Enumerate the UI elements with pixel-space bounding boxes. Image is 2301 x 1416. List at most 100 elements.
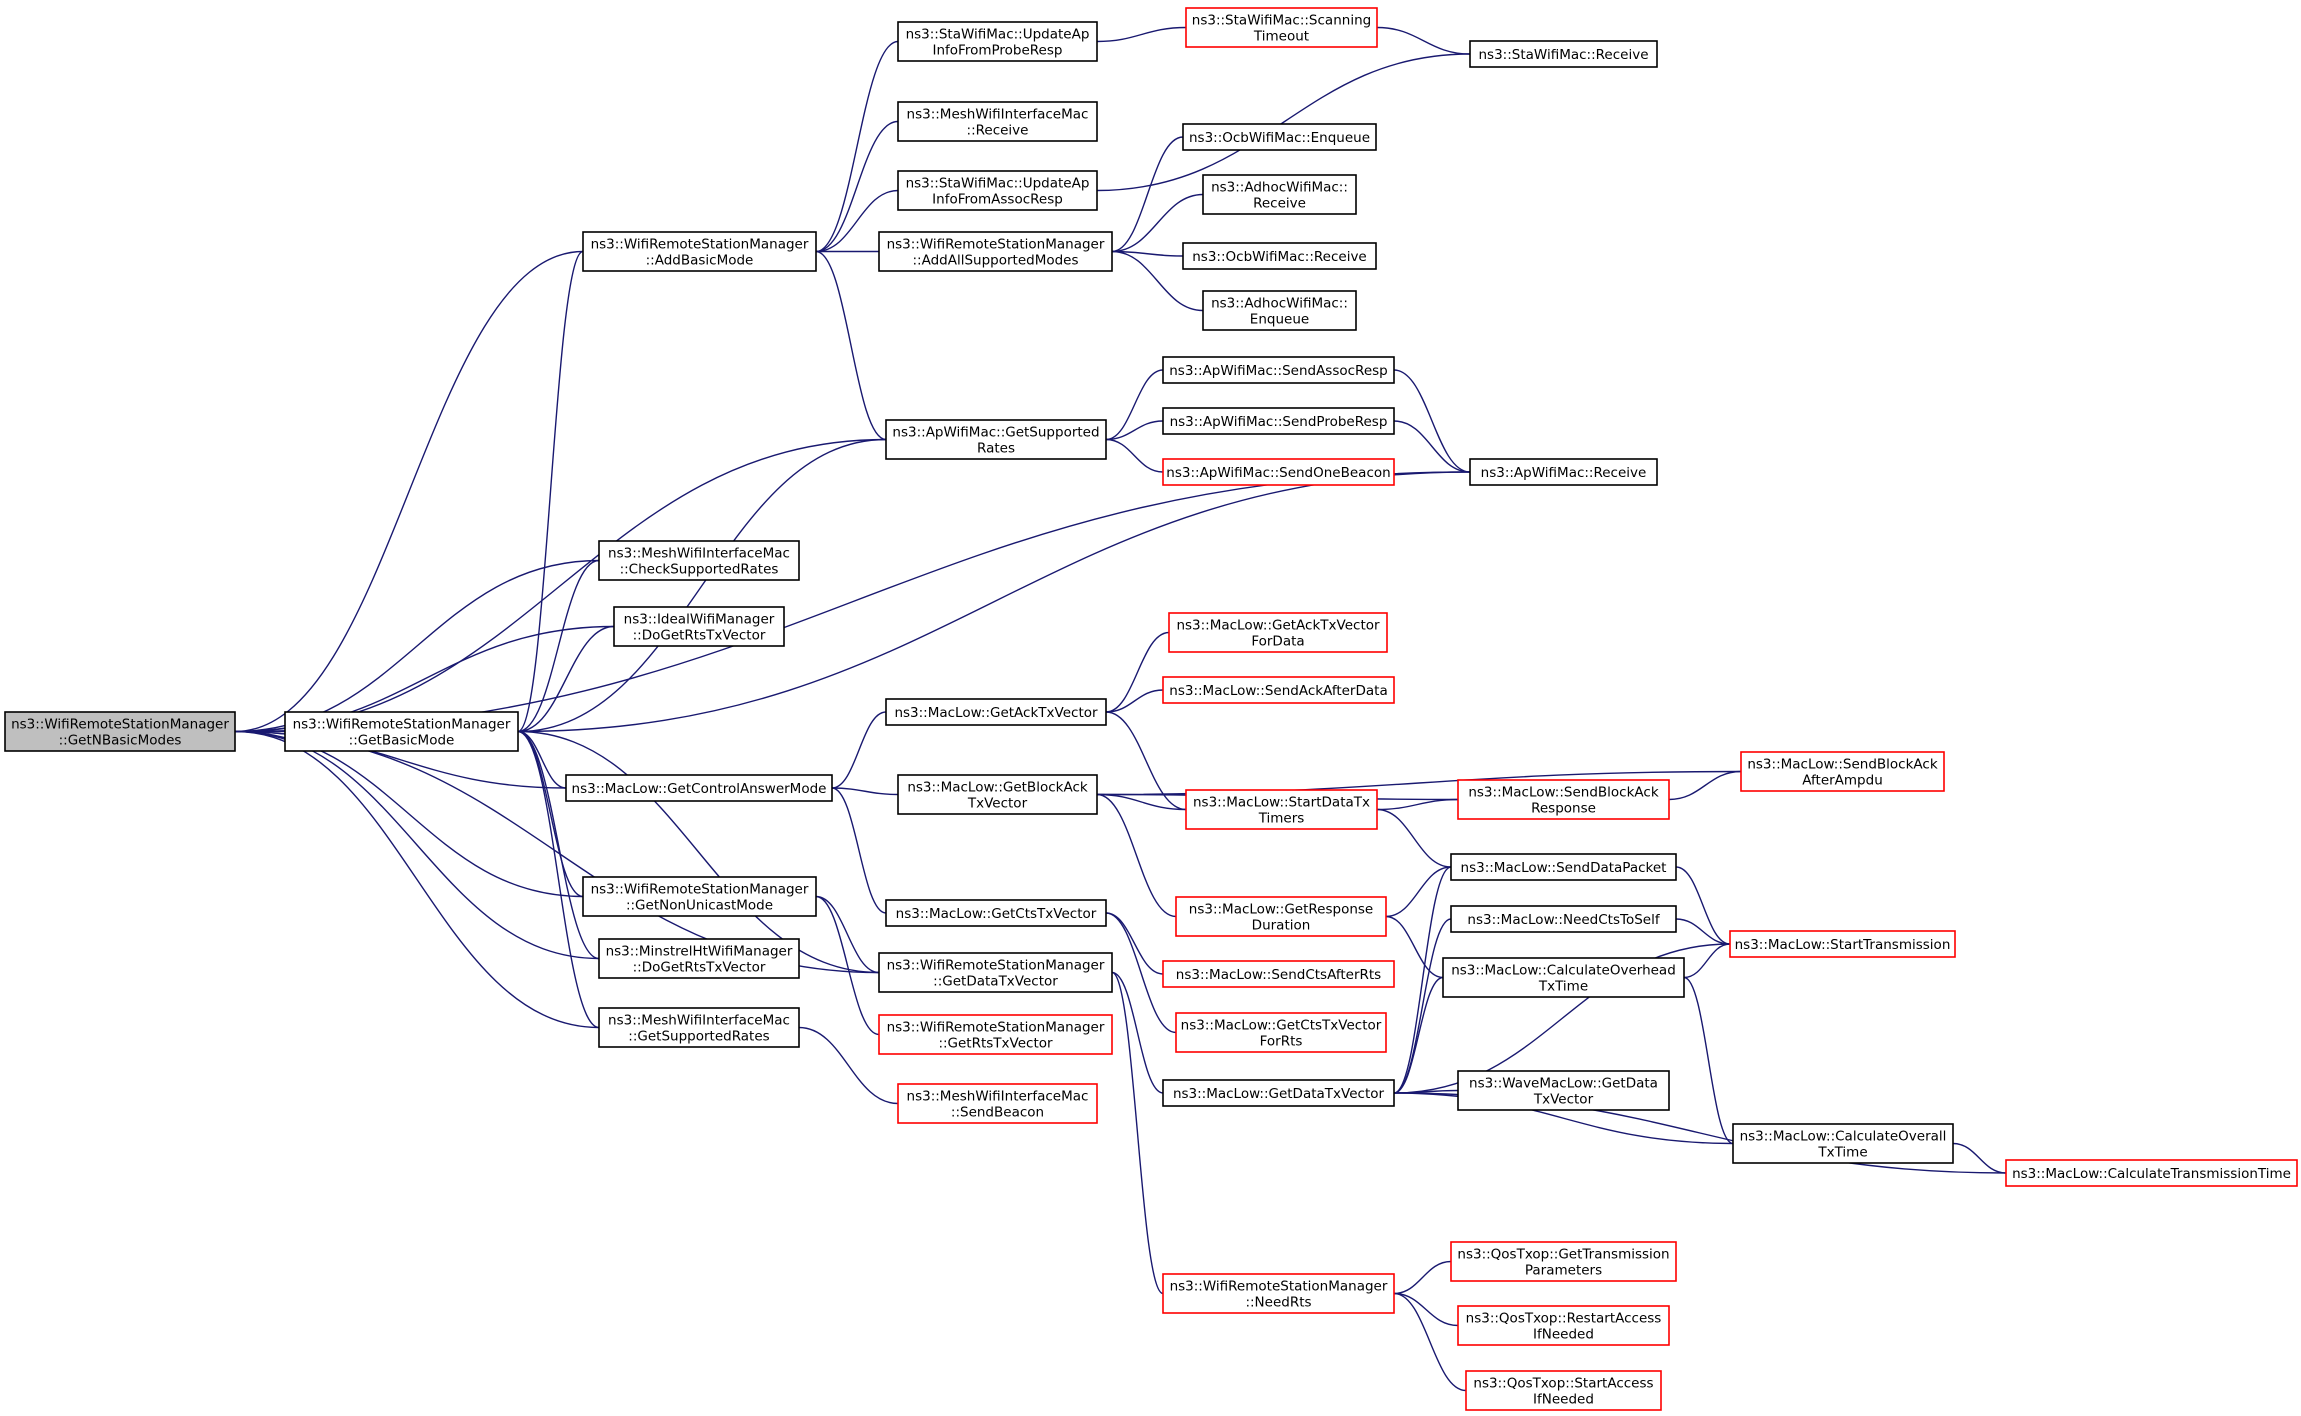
node-label: ns3::MeshWifiInterfaceMac (907, 1089, 1089, 1105)
call-edge-n38-n39 (1657, 770, 1742, 805)
call-edge-n37-n49 (1382, 1288, 1467, 1392)
function-node-n43[interactable]: ns3::WaveMacLow::GetDataTxVector (1457, 1070, 1670, 1111)
function-node-n34[interactable]: ns3::MacLow::SendCtsAfterRts (1162, 960, 1395, 988)
node-label: ns3::MacLow::GetCtsTxVector (1181, 1018, 1382, 1034)
function-node-n24[interactable]: ns3::MeshWifiInterfaceMac::SendBeacon (897, 1083, 1098, 1124)
node-label: ns3::StaWifiMac::Receive (1478, 47, 1648, 63)
function-node-n37[interactable]: ns3::WifiRemoteStationManager::NeedRts (1162, 1273, 1395, 1314)
function-node-n15[interactable]: ns3::ApWifiMac::SendProbeResp (1162, 407, 1395, 435)
call-edge-n28-n32 (1085, 789, 1187, 811)
call-edge-n37-n48 (1382, 1288, 1459, 1327)
function-node-n20[interactable]: ns3::MacLow::GetControlAnswerMode (565, 774, 833, 802)
function-node-n11[interactable]: ns3::OcbWifiMac::Receive (1182, 242, 1377, 270)
function-node-n25[interactable]: ns3::MacLow::GetAckTxVector (885, 698, 1107, 726)
function-node-n23[interactable]: ns3::MeshWifiInterfaceMac::GetSupportedR… (598, 1007, 800, 1048)
function-node-n12[interactable]: ns3::AdhocWifiMac::Enqueue (1202, 290, 1357, 331)
node-label: ns3::QosTxop::RestartAccess (1466, 1311, 1662, 1327)
function-node-n41[interactable]: ns3::MacLow::NeedCtsToSelf (1450, 905, 1677, 933)
function-node-n3[interactable]: ns3::StaWifiMac::UpdateApInfoFromProbeRe… (897, 21, 1098, 62)
function-node-n14[interactable]: ns3::ApWifiMac::SendAssocResp (1162, 356, 1395, 384)
call-edge-n2-n3 (804, 40, 899, 257)
call-edge-n3-n7 (1085, 26, 1187, 47)
call-edge-n28-n33 (1085, 789, 1177, 918)
node-label: ns3::WifiRemoteStationManager (887, 958, 1105, 974)
call-edge-n20-n29 (820, 782, 887, 914)
function-node-n4[interactable]: ns3::MeshWifiInterfaceMac::Receive (897, 101, 1098, 142)
node-label: ns3::IdealWifiManager (624, 612, 775, 628)
function-node-n19[interactable]: ns3::IdealWifiManager::DoGetRtsTxVector (613, 606, 785, 647)
node-label: ::GetSupportedRates (628, 1029, 769, 1045)
node-label: ns3::MacLow::StartTransmission (1735, 937, 1951, 953)
call-edge-n7-n8 (1365, 22, 1471, 55)
node-label: ns3::MacLow::CalculateOverall (1740, 1129, 1947, 1145)
call-edge-n1-n30 (506, 726, 880, 974)
function-node-n36[interactable]: ns3::MacLow::GetDataTxVector (1162, 1079, 1395, 1107)
function-node-n9[interactable]: ns3::OcbWifiMac::Enqueue (1182, 123, 1377, 151)
node-label: ns3::MacLow::SendBlockAck (1468, 785, 1658, 801)
node-label: IfNeeded (1533, 1327, 1594, 1343)
function-node-n5[interactable]: ns3::StaWifiMac::UpdateApInfoFromAssocRe… (897, 170, 1098, 211)
call-edge-n2-n13 (804, 246, 887, 441)
function-node-n44[interactable]: ns3::MacLow::StartTransmission (1729, 930, 1956, 958)
function-node-n2[interactable]: ns3::WifiRemoteStationManager::AddBasicM… (582, 231, 817, 272)
node-layer: ns3::WifiRemoteStationManager::GetNBasic… (4, 7, 2298, 1411)
function-node-n46[interactable]: ns3::MacLow::CalculateTransmissionTime (2005, 1159, 2298, 1187)
call-edge-n42-n45 (1672, 972, 1734, 1145)
function-node-n13[interactable]: ns3::ApWifiMac::GetSupportedRates (885, 419, 1107, 460)
call-edge-n36-n44 (1382, 943, 1731, 1099)
function-node-n10[interactable]: ns3::AdhocWifiMac::Receive (1202, 174, 1357, 215)
function-node-n31[interactable]: ns3::WifiRemoteStationManager::GetRtsTxV… (878, 1014, 1113, 1055)
node-label: ns3::QosTxop::GetTransmission (1457, 1247, 1669, 1263)
node-label: ns3::ApWifiMac::Receive (1481, 465, 1647, 481)
function-node-n22[interactable]: ns3::MinstrelHtWifiManager::DoGetRtsTxVe… (598, 938, 800, 979)
function-node-n0[interactable]: ns3::WifiRemoteStationManager::GetNBasic… (4, 711, 236, 752)
node-label: ns3::MacLow::GetAckTxVector (1176, 618, 1380, 634)
call-edge-n2-n5 (804, 189, 899, 257)
call-edge-n32-n38 (1365, 798, 1459, 815)
function-node-n29[interactable]: ns3::MacLow::GetCtsTxVector (885, 899, 1107, 927)
node-label: ns3::StaWifiMac::UpdateAp (906, 176, 1090, 192)
node-label: ns3::OcbWifiMac::Receive (1192, 249, 1367, 265)
node-label: ::GetNBasicModes (59, 733, 182, 749)
function-node-n40[interactable]: ns3::MacLow::SendDataPacket (1450, 853, 1677, 881)
function-node-n1[interactable]: ns3::WifiRemoteStationManager::GetBasicM… (284, 711, 519, 752)
node-label: ns3::WifiRemoteStationManager (293, 717, 511, 733)
call-edge-n25-n27 (1094, 689, 1164, 718)
call-edge-n29-n35 (1094, 907, 1177, 1034)
call-edge-n1-n17 (506, 471, 1471, 737)
call-edge-n13-n14 (1094, 369, 1164, 445)
function-node-n18[interactable]: ns3::MeshWifiInterfaceMac::CheckSupporte… (598, 540, 800, 581)
function-node-n6[interactable]: ns3::WifiRemoteStationManager::AddAllSup… (878, 231, 1113, 272)
node-label: ns3::MacLow::SendBlockAck (1747, 757, 1937, 773)
node-label: ::GetDataTxVector (933, 974, 1058, 990)
function-node-n21[interactable]: ns3::WifiRemoteStationManager::GetNonUni… (582, 876, 817, 917)
node-label: ::AddBasicMode (646, 253, 754, 269)
node-label: IfNeeded (1533, 1392, 1594, 1408)
node-label: ns3::WifiRemoteStationManager (1170, 1279, 1388, 1295)
node-label: ::Receive (967, 123, 1029, 139)
call-edge-n40-n44 (1664, 861, 1731, 945)
function-node-n30[interactable]: ns3::WifiRemoteStationManager::GetDataTx… (878, 952, 1113, 993)
function-node-n16[interactable]: ns3::ApWifiMac::SendOneBeacon (1162, 458, 1395, 486)
function-node-n8[interactable]: ns3::StaWifiMac::Receive (1469, 40, 1658, 68)
function-node-n27[interactable]: ns3::MacLow::SendAckAfterData (1162, 676, 1395, 704)
call-edge-n23-n24 (787, 1022, 899, 1105)
function-node-n17[interactable]: ns3::ApWifiMac::Receive (1469, 458, 1658, 486)
call-edge-n45-n46 (1941, 1138, 2007, 1174)
call-edge-n6-n12 (1100, 246, 1204, 312)
call-edge-n1-n13 (506, 438, 887, 737)
call-edge-n13-n15 (1094, 420, 1164, 445)
